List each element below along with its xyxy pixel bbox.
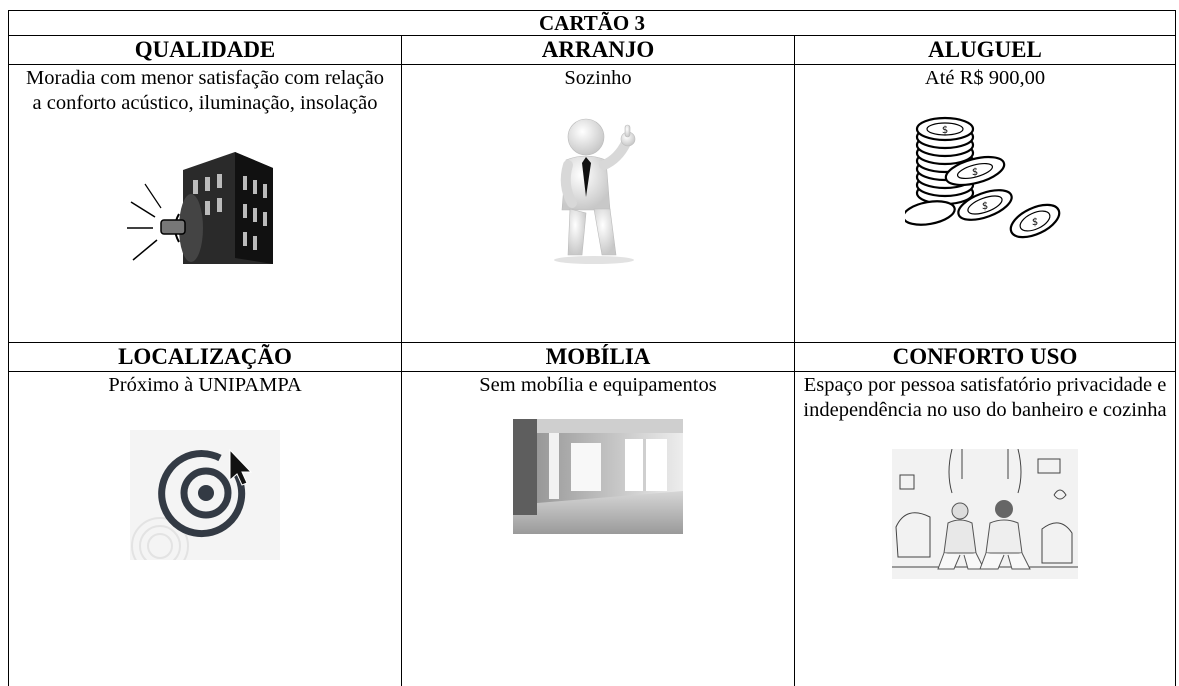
header-aluguel: ALUGUEL [794,35,1176,65]
cell-conforto-uso: Espaço por pessoa satisfatório privacida… [794,371,1176,686]
qualidade-description: Moradia com menor satisfação com relação… [25,67,385,114]
svg-text:$: $ [972,167,978,178]
header-arranjo: ARRANJO [401,35,795,65]
people-sitting-photo [892,449,1078,579]
card: CARTÃO 3 QUALIDADE ARRANJO ALUGUEL Morad… [8,10,1176,686]
header-conforto-uso: CONFORTO USO [794,342,1176,372]
conforto-uso-description: Espaço por pessoa satisfatório privacida… [803,374,1167,421]
card-title: CARTÃO 3 [8,10,1176,36]
header-localizacao: LOCALIZAÇÃO [8,342,402,372]
coins-icon: $ $ $ $ [905,116,1061,239]
mobilia-description: Sem mobília e equipamentos [479,374,717,396]
card-table: CARTÃO 3 QUALIDADE ARRANJO ALUGUEL Morad… [8,10,1176,686]
aluguel-description: Até R$ 900,00 [924,67,1046,89]
header-qualidade: QUALIDADE [8,35,402,65]
person-thumbs-up-icon [554,118,636,264]
empty-room-photo [513,419,683,534]
cell-mobilia: Sem mobília e equipamentos [401,371,795,686]
cell-qualidade: Moradia com menor satisfação com relação… [8,64,402,343]
svg-text:$: $ [982,201,988,212]
header-mobilia: MOBÍLIA [401,342,795,372]
localizacao-description: Próximo à UNIPAMPA [108,374,302,396]
svg-text:$: $ [1032,217,1038,228]
svg-text:$: $ [942,125,948,136]
cell-arranjo: Sozinho [401,64,795,343]
cell-localizacao: Próximo à UNIPAMPA [8,371,402,686]
target-cursor-icon [130,430,280,560]
arranjo-description: Sozinho [564,67,632,89]
noisy-building-icon [127,152,273,264]
cell-aluguel: Até R$ 900,00 [794,64,1176,343]
